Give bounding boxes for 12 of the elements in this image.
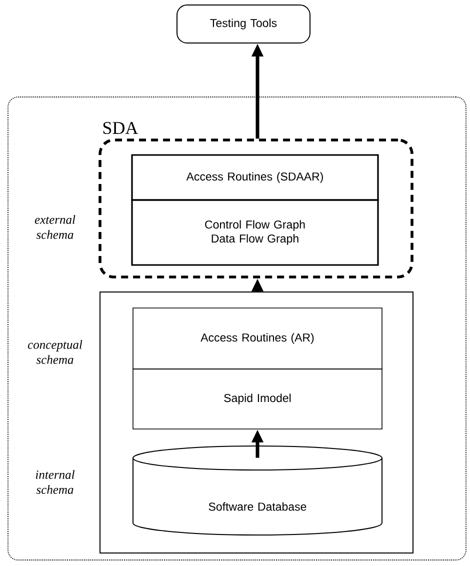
frame-box: [100, 292, 414, 554]
side-label: external schema: [34, 215, 76, 239]
process-box: Access Routines (AR): [132, 308, 382, 370]
database-cylinder: Software Database: [132, 446, 382, 536]
dashed-box: [98, 138, 414, 278]
node-label: Software Database: [208, 502, 306, 511]
side-label: conceptual schema: [28, 340, 82, 364]
side-label: internal schema: [36, 470, 75, 494]
process-box: Access Routines (SDAAR): [131, 154, 379, 201]
rounded-box: Testing Tools: [176, 4, 310, 44]
process-box: Control Flow Graph Data Flow Graph: [131, 199, 379, 266]
process-box: Sapid Imodel: [132, 368, 382, 430]
